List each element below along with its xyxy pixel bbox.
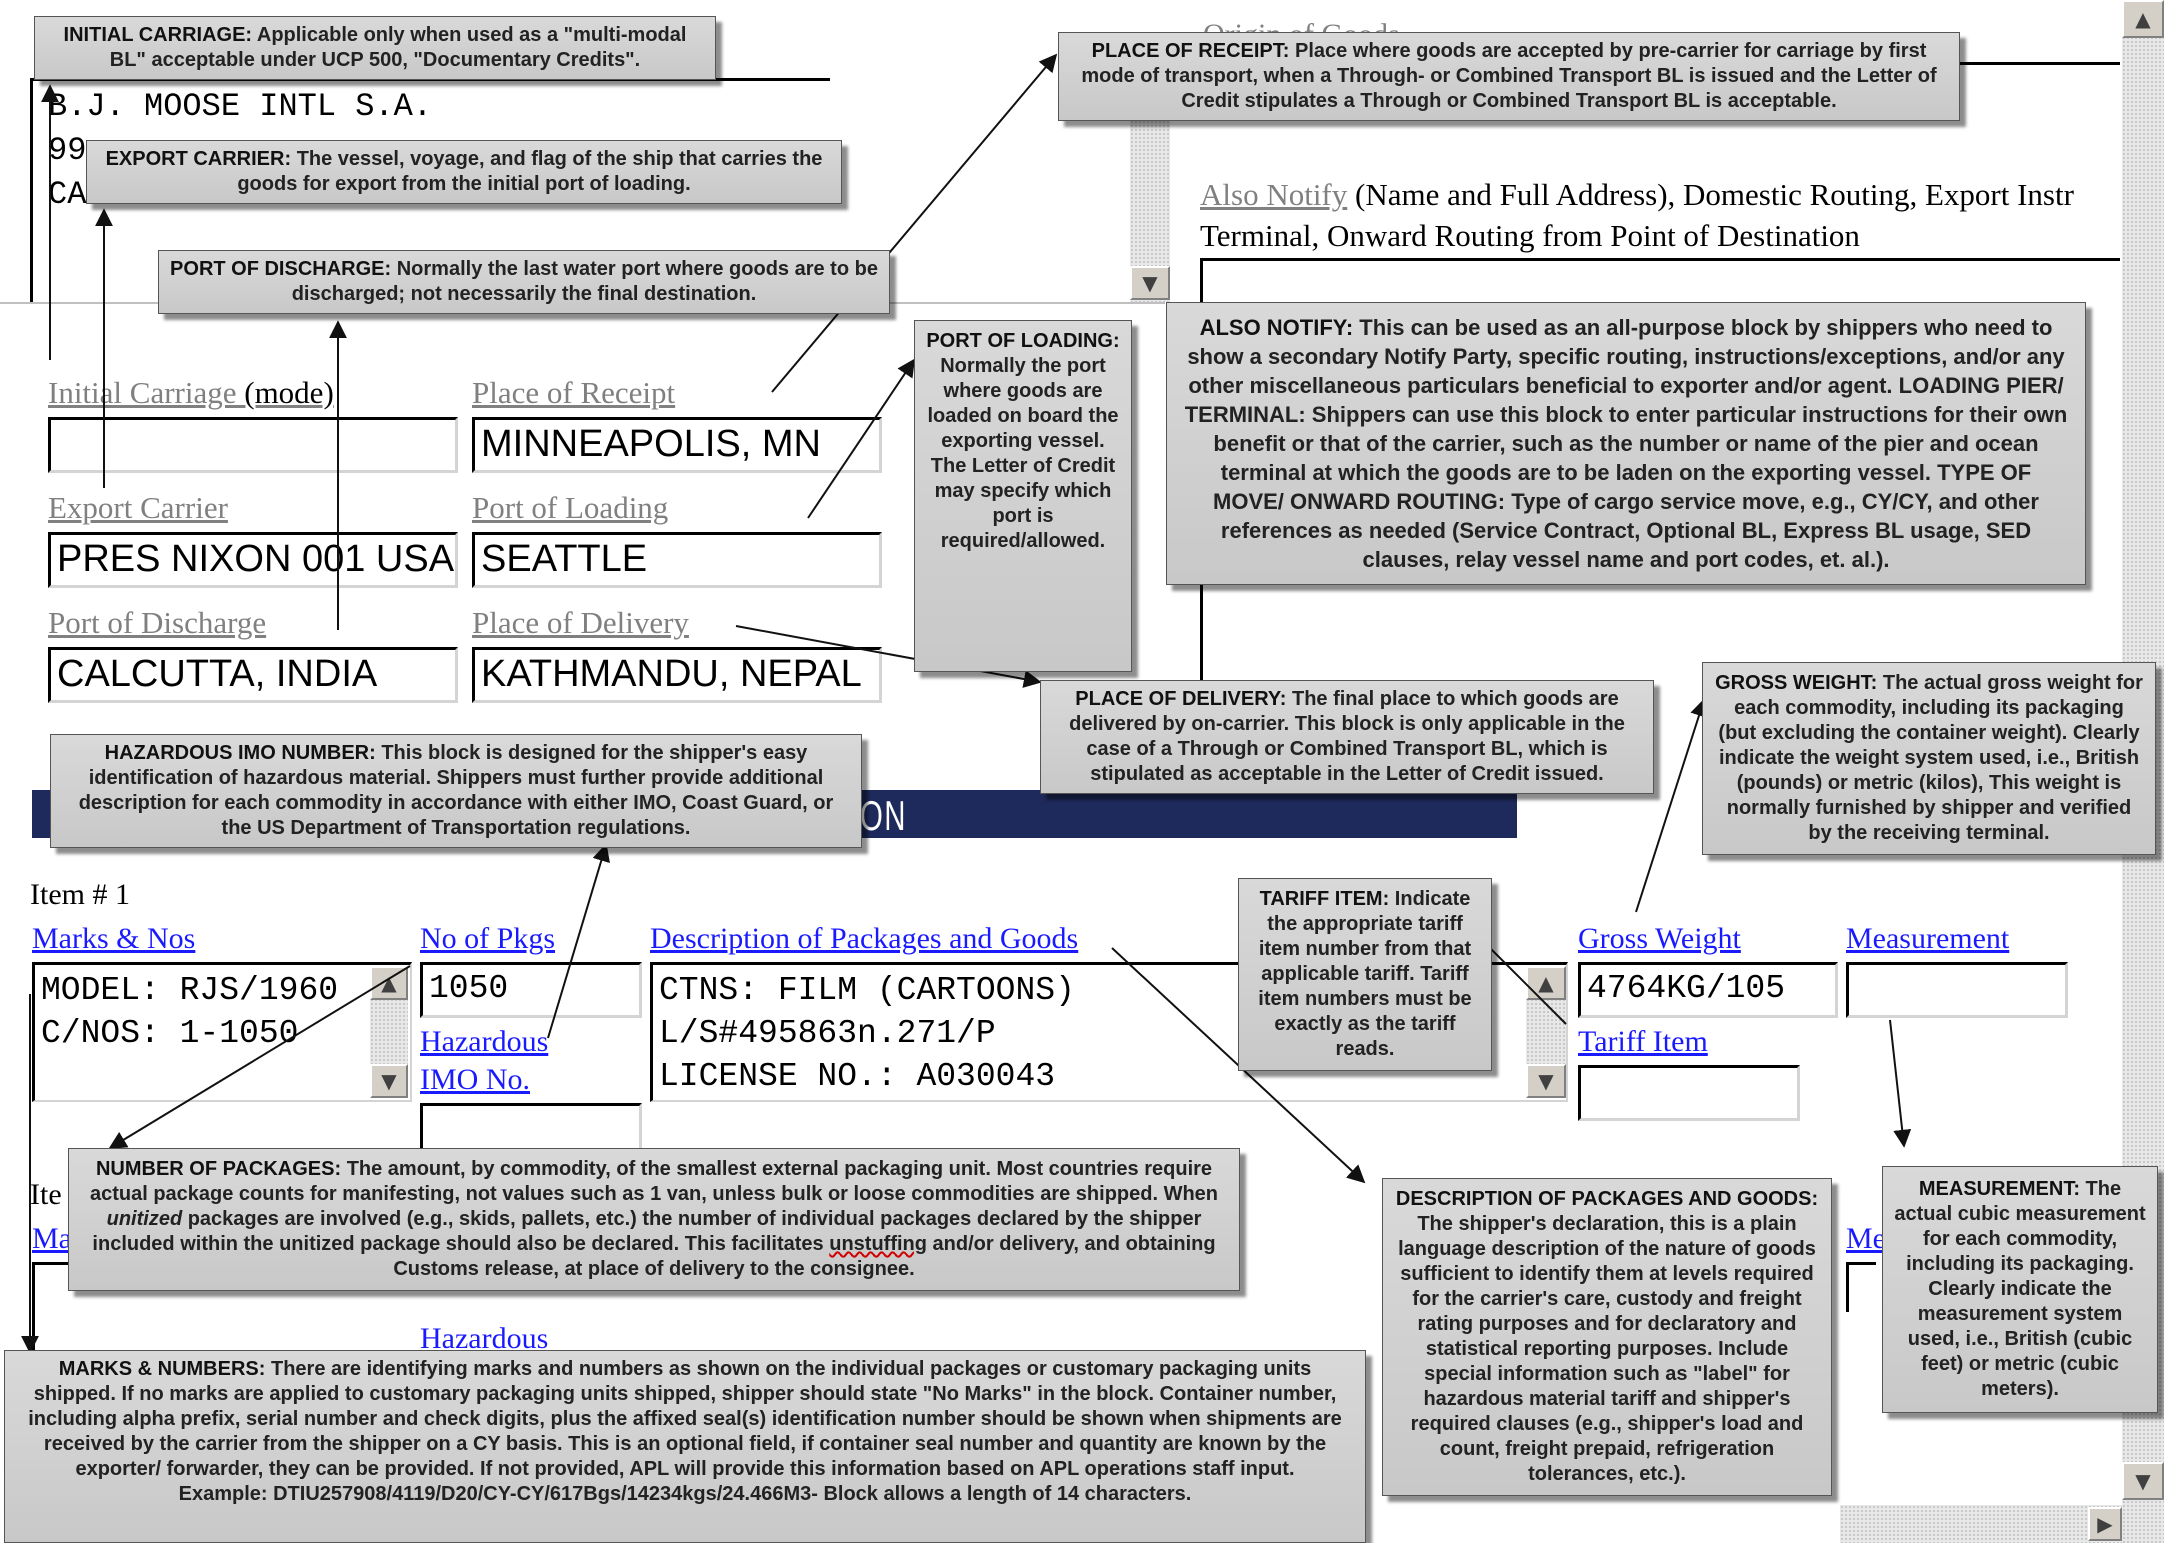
note-initial-carriage: INITIAL CARRIAGE: Applicable only when u… [34,16,716,80]
measurement-input[interactable] [1846,962,2068,1018]
marks-nos-textarea[interactable]: MODEL: RJS/1960 C/NOS: 1-1050 [32,962,412,1102]
item-2-measurement-link[interactable]: Me [1846,1222,1886,1255]
arrow-place-of-delivery [735,625,1042,688]
arrow-port-of-loading [807,358,916,519]
scroll-up-icon[interactable]: ▲ [2122,0,2164,38]
scroll-up-icon[interactable]: ▲ [370,966,408,1000]
hazardous-link[interactable]: Hazardous [420,1025,549,1058]
item-2-hazardous-link[interactable]: Hazardous [420,1322,549,1355]
imo-no-link[interactable]: IMO No. [420,1063,530,1096]
also-notify-label: Also Notify (Name and Full Address), Dom… [1200,177,2074,213]
port-of-discharge-input[interactable]: CALCUTTA, INDIA [48,647,458,703]
gross-weight-link[interactable]: Gross Weight [1578,922,1741,955]
item-2-measurement-frame [1846,1262,1876,1312]
description-value: CTNS: FILM (CARTOONS) L/S#495863n.271/P … [659,972,1075,1095]
shipper-line-2: 99 [48,132,87,169]
place-of-receipt-label: Place of Receipt [472,375,676,410]
export-carrier-label: Export Carrier [48,490,228,525]
note-description: DESCRIPTION OF PACKAGES AND GOODS: The s… [1382,1178,1832,1496]
arrow-hazardous [547,843,610,1039]
note-port-of-loading: PORT OF LOADING: Normally the port where… [914,320,1132,672]
shipper-line-1: B.J. MOOSE INTL S.A. [48,88,433,125]
place-of-delivery-label: Place of Delivery [472,605,689,640]
port-of-discharge-label: Port of Discharge [48,605,267,640]
note-marks-numbers-example: Example: DTIU257908/4119/D20/CY-CY/617Bg… [178,1483,1192,1505]
note-number-of-packages: NUMBER OF PACKAGES: The amount, by commo… [68,1148,1240,1291]
initial-carriage-input[interactable] [48,417,458,473]
description-scrollbar[interactable]: ▲ ▼ [1526,966,1566,1098]
marks-nos-value: MODEL: RJS/1960 C/NOS: 1-1050 [41,972,339,1052]
tariff-item-link[interactable]: Tariff Item [1578,1025,1708,1058]
item-2-marks-link[interactable]: Ma [32,1222,72,1255]
note-marks-numbers: MARKS & NUMBERS: There are identifying m… [4,1350,1366,1543]
place-of-receipt-input[interactable]: MINNEAPOLIS, MN [472,417,882,473]
horizontal-scrollbar[interactable]: ▶ [1840,1505,2122,1543]
section-banner-text: ON [860,792,907,839]
scroll-right-icon[interactable]: ▶ [2088,1507,2122,1541]
arrow-gross-weight [1635,698,1708,913]
no-of-pkgs-link[interactable]: No of Pkgs [420,922,556,955]
note-also-notify: ALSO NOTIFY: This can be used as an all-… [1166,302,2086,585]
also-notify-label-line2: Terminal, Onward Routing from Point of D… [1200,218,1860,253]
scroll-up-icon[interactable]: ▲ [1526,966,1566,1000]
no-of-pkgs-input[interactable]: 1050 [420,962,642,1018]
note-place-of-delivery: PLACE OF DELIVERY: The final place to wh… [1040,680,1654,794]
note-gross-weight: GROSS WEIGHT: The actual gross weight fo… [1702,662,2156,855]
note-hazardous-imo: HAZARDOUS IMO NUMBER: This block is desi… [50,734,862,848]
tariff-item-input[interactable] [1578,1065,1800,1121]
marks-nos-link[interactable]: Marks & Nos [32,922,196,955]
description-link[interactable]: Description of Packages and Goods [650,922,1079,955]
arrow-place-of-receipt [771,53,1058,393]
scroll-down-icon[interactable]: ▼ [370,1064,408,1098]
port-of-loading-input[interactable]: SEATTLE [472,532,882,588]
export-carrier-input[interactable]: PRES NIXON 001 USA [48,532,458,588]
arrow-measurement [1889,1019,1912,1148]
marks-scrollbar[interactable]: ▲ ▼ [370,966,408,1098]
note-place-of-receipt: PLACE OF RECEIPT: Place where goods are … [1058,32,1960,121]
scroll-down-icon[interactable]: ▼ [1526,1064,1566,1098]
note-measurement: MEASUREMENT: The actual cubic measuremen… [1882,1166,2158,1413]
item-2-title: Ite [30,1178,62,1211]
note-tariff-item: TARIFF ITEM: Indicate the appropriate ta… [1238,878,1492,1071]
note-export-carrier: EXPORT CARRIER: The vessel, voyage, and … [86,140,842,204]
shipper-line-3: CA [48,176,87,213]
item-1-title: Item # 1 [30,878,130,911]
also-notify-label-rest: (Name and Full Address), Domestic Routin… [1347,177,2074,212]
scroll-down-icon[interactable]: ▼ [1130,266,1170,300]
description-textarea[interactable]: CTNS: FILM (CARTOONS) L/S#495863n.271/P … [650,962,1568,1102]
gross-weight-input[interactable]: 4764KG/105 [1578,962,1838,1018]
also-notify-link[interactable]: Also Notify [1200,177,1348,212]
measurement-link[interactable]: Measurement [1846,922,2010,955]
arrow-number-of-packages [108,965,411,1149]
port-of-loading-label: Port of Loading [472,490,669,525]
scroll-down-icon[interactable]: ▼ [2122,1462,2164,1500]
place-of-delivery-input[interactable]: KATHMANDU, NEPAL [472,647,882,703]
initial-carriage-label: Initial Carriage (mode) [48,375,334,410]
note-port-of-discharge: PORT OF DISCHARGE: Normally the last wat… [158,250,890,314]
